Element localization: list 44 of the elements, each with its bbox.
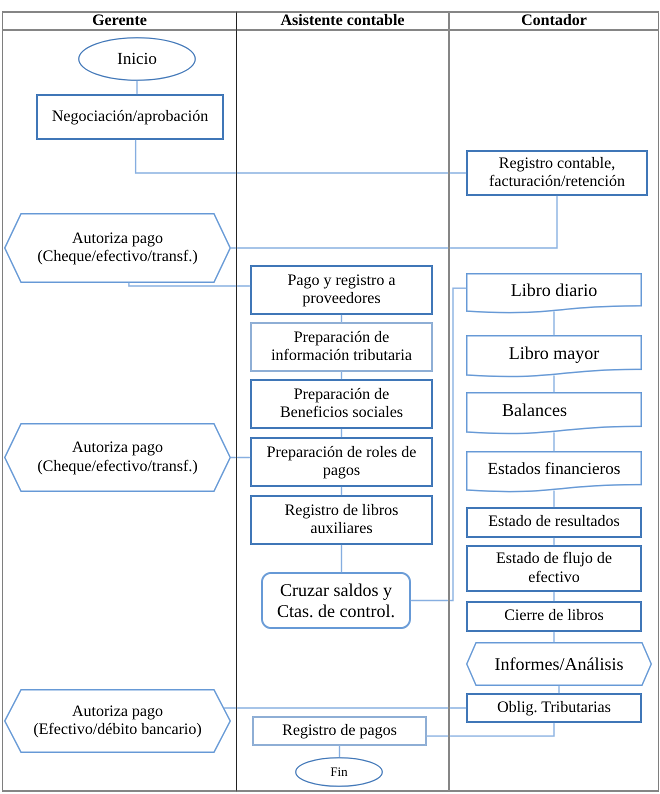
lane-header: Asistente contable — [237, 13, 448, 31]
connector-line — [338, 746, 340, 757]
connector-line — [553, 432, 555, 451]
document-shape: Balances — [466, 392, 642, 435]
document-shape: Libro diario — [466, 273, 642, 314]
connector-line — [553, 312, 555, 335]
hexagon-box: Autoriza pago (Efectivo/débito bancario) — [4, 689, 231, 753]
process-box: Registro de libros auxiliares — [250, 495, 433, 545]
hexagon-box: Autoriza pago (Cheque/efectivo/transf.) — [4, 423, 231, 492]
hexagon-box: Autoriza pago (Cheque/efectivo/transf.) — [4, 213, 231, 283]
process-box: Estado de flujo de efectivo — [466, 545, 642, 592]
connector-line — [553, 375, 555, 392]
connector-line — [136, 81, 138, 94]
connector-line — [553, 490, 555, 507]
rounded-box: Cruzar saldos y Ctas. de control. — [261, 572, 411, 629]
process-box: Negociación/aprobación — [36, 94, 224, 140]
lane-header: Gerente — [3, 13, 236, 31]
process-box: Preparación de información tributaria — [250, 322, 433, 372]
process-box: Estado de resultados — [466, 507, 642, 538]
process-box: Registro de pagos — [252, 716, 427, 746]
process-box: Preparación de Beneficios sociales — [250, 379, 433, 429]
connector-line — [427, 723, 555, 737]
hexagon-box: Informes/Análisis — [466, 642, 652, 686]
terminator-ellipse: Fin — [295, 757, 383, 787]
swimlane — [448, 11, 659, 792]
terminator-ellipse: Inicio — [78, 37, 196, 81]
process-box: Pago y registro a proveedores — [250, 265, 433, 315]
swimlane — [2, 11, 236, 792]
connector-line — [411, 288, 466, 602]
connector-line — [231, 456, 250, 458]
process-box: Oblig. Tributarias — [466, 693, 642, 723]
lane-header: Contador — [450, 13, 658, 31]
connector-line — [128, 283, 250, 287]
connector-line — [340, 545, 342, 572]
process-box: Registro contable, facturación/retención — [466, 150, 648, 196]
document-shape: Libro mayor — [466, 335, 642, 378]
connector-line — [134, 140, 466, 174]
swimlane — [236, 11, 448, 792]
connector-line — [231, 196, 558, 249]
process-box: Cierre de libros — [466, 601, 642, 632]
connector-line — [224, 707, 466, 709]
process-box: Preparación de roles de pagos — [250, 437, 433, 487]
connector-line — [553, 632, 555, 642]
document-shape: Estados financieros — [466, 451, 642, 493]
